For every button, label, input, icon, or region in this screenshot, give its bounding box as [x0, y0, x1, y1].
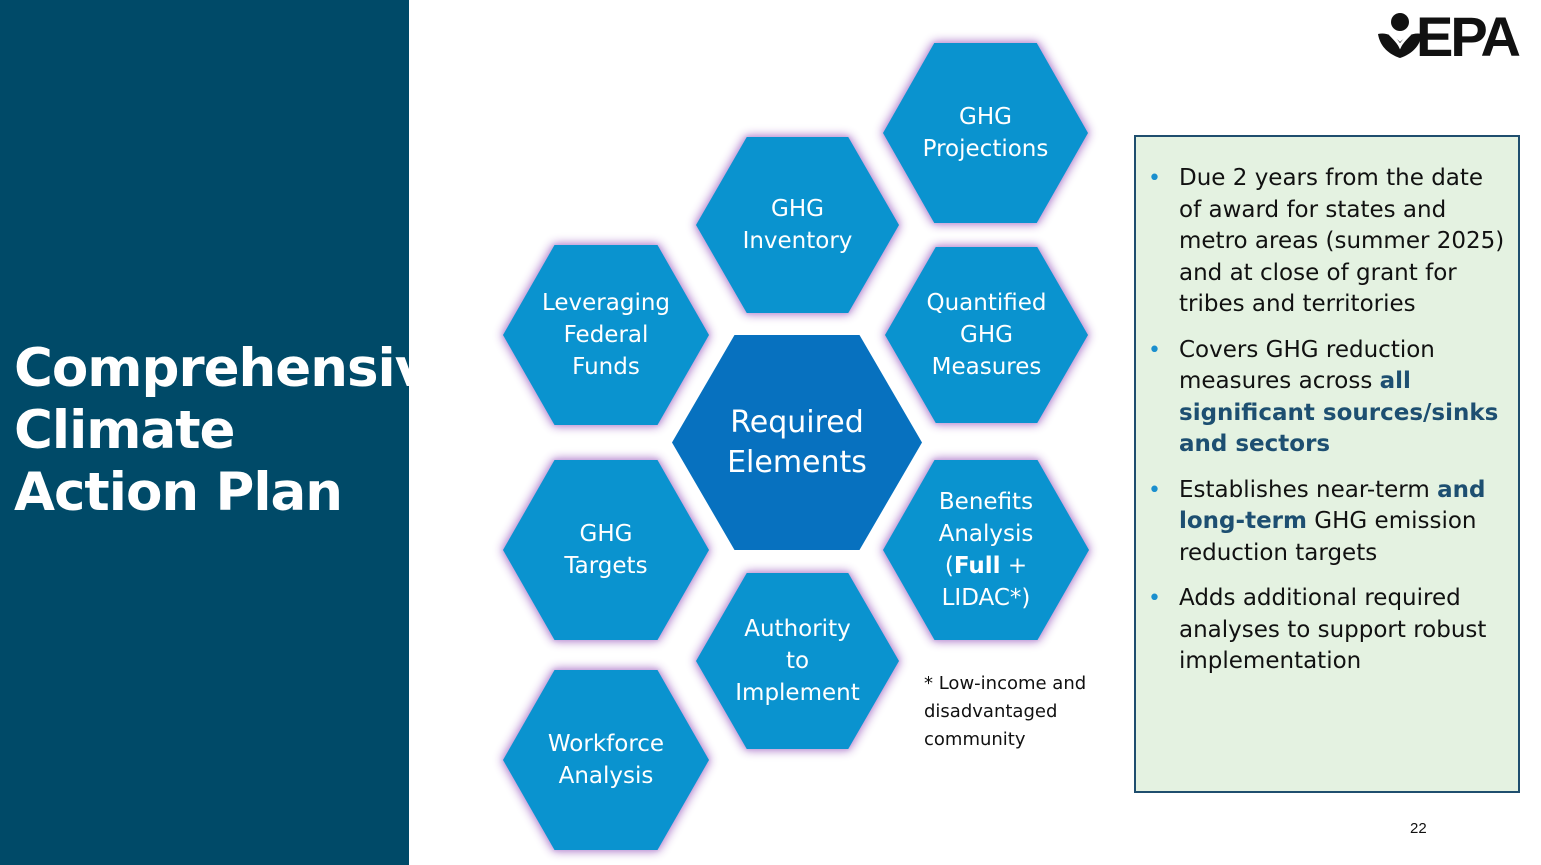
hex-authority-to-implement: Authority to Implement — [696, 573, 899, 749]
bullet-text: Adds additional required analyses to sup… — [1179, 585, 1487, 674]
hex-ghg-inventory: GHG Inventory — [696, 137, 899, 313]
title-line-3: Action Plan — [14, 462, 343, 523]
epa-logo-text: EPA — [1416, 5, 1521, 68]
hex-quantified-ghg-measures: Quantified GHG Measures — [885, 247, 1088, 423]
list-item: Due 2 years from the date of award for s… — [1148, 163, 1508, 321]
hex-label: GHG Inventory — [742, 196, 853, 254]
list-item: Adds additional required analyses to sup… — [1148, 583, 1508, 678]
hex-label: Authority to Implement — [735, 616, 860, 706]
hex-label: GHG Targets — [564, 521, 648, 579]
benefits-line-1: Benefits — [938, 489, 1034, 515]
epa-flower-icon — [1378, 13, 1422, 58]
list-item: Establishes near-term and long-term GHG … — [1148, 475, 1508, 570]
benefits-line-3-pre: ( — [944, 553, 954, 579]
hex-label: Benefits Analysis (Full + LIDAC*) — [919, 486, 1054, 614]
epa-logo: EPA — [1376, 6, 1528, 68]
list-item: Covers GHG reduction measures across all… — [1148, 335, 1508, 461]
bullet-text: Establishes near-term — [1179, 476, 1438, 503]
title-line-2: Climate — [14, 400, 236, 461]
requirements-list: Due 2 years from the date of award for s… — [1148, 163, 1508, 678]
hex-benefits-analysis: Benefits Analysis (Full + LIDAC*) — [883, 460, 1089, 640]
hex-ghg-targets: GHG Targets — [503, 460, 709, 640]
benefits-line-2: Analysis — [938, 521, 1034, 547]
slide-title: Comprehensive Climate Action Plan — [14, 338, 464, 524]
hex-label: Leveraging Federal Funds — [541, 290, 671, 380]
hex-label: Workforce Analysis — [547, 731, 665, 789]
hex-center-label: Required Elements — [727, 404, 867, 480]
hex-leveraging-federal-funds: Leveraging Federal Funds — [503, 245, 709, 425]
bullet-highlight: all significant sources/sinks and sector… — [1179, 368, 1499, 457]
bullet-highlight: and long-term — [1179, 476, 1486, 535]
hex-required-elements: Required Elements — [672, 335, 922, 550]
benefits-line-4: LIDAC*) — [941, 585, 1031, 611]
bullet-text: Covers GHG reduction measures across — [1179, 336, 1435, 395]
title-line-1: Comprehensive — [14, 338, 464, 399]
hex-ghg-projections: GHG Projections — [883, 43, 1088, 223]
hex-workforce-analysis: Workforce Analysis — [503, 670, 709, 850]
page-number: 22 — [1410, 820, 1427, 837]
bullet-text: Due 2 years from the date of award for s… — [1179, 165, 1505, 317]
bullet-text: GHG emission reduction targets — [1179, 508, 1477, 566]
hex-label: GHG Projections — [922, 104, 1049, 162]
benefits-line-3-post: + — [1000, 553, 1028, 579]
hex-label: Quantified GHG Measures — [926, 290, 1047, 380]
lidac-footnote: * Low-income and disadvantaged community — [924, 673, 1087, 750]
requirements-info-box: Due 2 years from the date of award for s… — [1134, 135, 1520, 793]
title-sidebar: Comprehensive Climate Action Plan — [0, 0, 464, 865]
benefits-line-3-bold: Full — [953, 553, 1001, 579]
